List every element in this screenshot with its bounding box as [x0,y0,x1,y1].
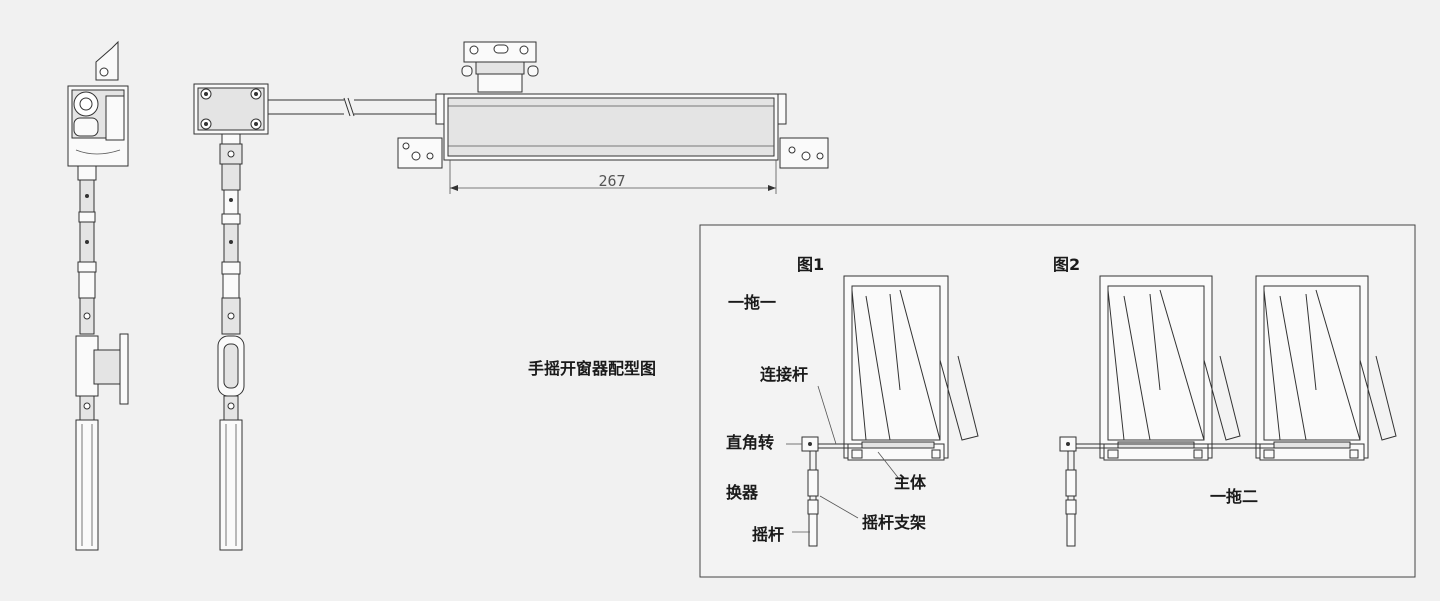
label-crank: 摇杆 [752,525,784,544]
label-crank-bracket: 摇杆支架 [862,513,926,532]
label-right-angle-2: 换器 [726,483,759,502]
figure2-mode: 一拖二 [1210,487,1258,506]
figure-1 [786,275,979,547]
figure2-title: 图2 [1053,255,1080,274]
label-link-rod: 连接杆 [760,365,808,384]
figure1-title: 图1 [797,255,824,274]
actuator-top-view [354,41,829,194]
label-right-angle-1: 直角转 [726,433,774,452]
crank-assembly-front-view [193,83,355,551]
figure-2 [1059,275,1397,547]
figure1-mode: 一拖一 [728,293,776,312]
label-main-body: 主体 [894,473,927,492]
config-title: 手摇开窗器配型图 [528,359,656,378]
dimension-label: 267 [598,172,625,190]
crank-assembly-side-view [67,40,129,551]
